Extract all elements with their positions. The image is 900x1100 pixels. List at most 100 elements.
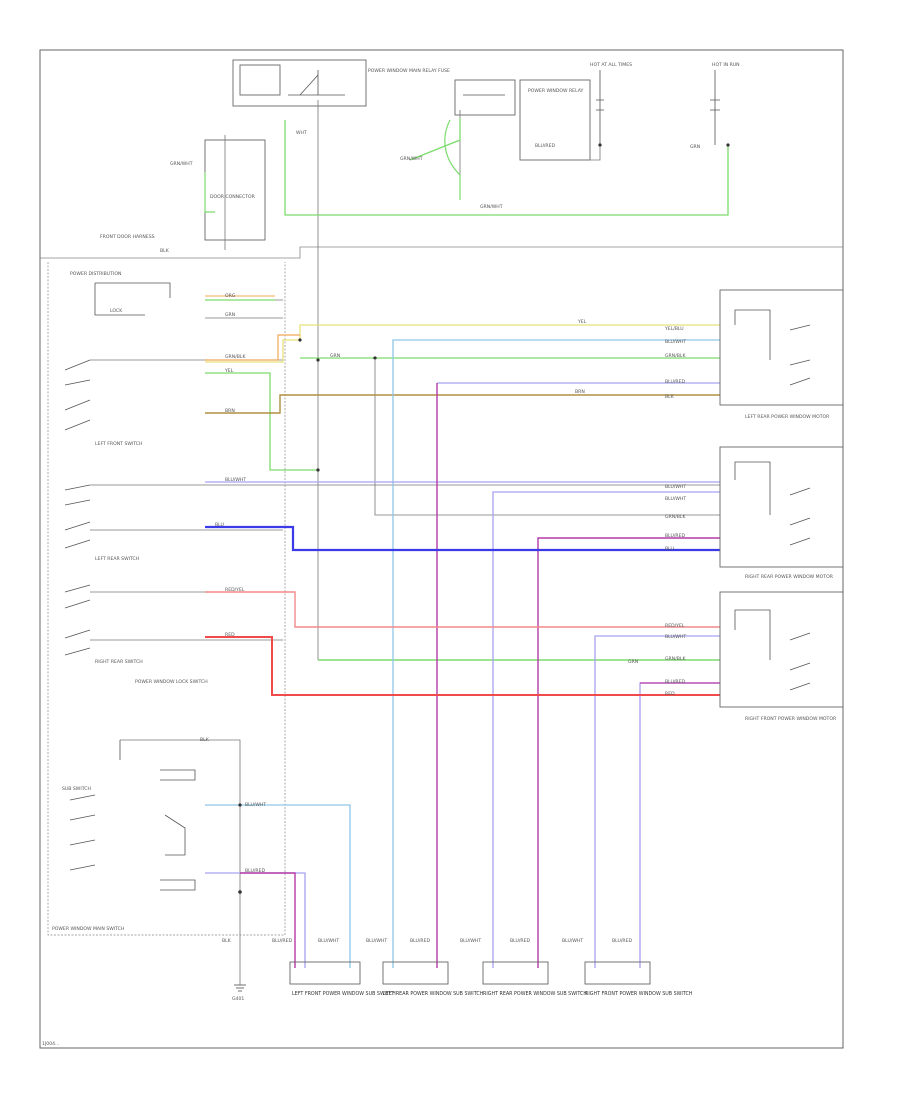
svg-text:RED: RED [665, 691, 675, 697]
wire-yel-blu-top [205, 324, 720, 363]
svg-text:BLU/RED: BLU/RED [612, 938, 632, 944]
svg-text:RED/YEL: RED/YEL [225, 587, 245, 593]
svg-text:GRN: GRN [628, 659, 638, 665]
lock-label: LOCK [110, 308, 123, 314]
wire-lightblue-lr [392, 339, 720, 968]
wire-purple-rr [537, 537, 720, 968]
main-relay-inner [239, 64, 281, 96]
main-switch-symbols [64, 282, 196, 891]
power-distribution-label: POWER DISTRIBUTION [70, 271, 121, 277]
ground-g401-label: G401 [232, 996, 244, 1002]
ground-symbol [234, 984, 246, 992]
main-relay-box [232, 59, 367, 107]
wire-lightpurple-rf2 [639, 682, 720, 968]
lr-sub-switch-label: LEFT REAR POWER WINDOW SUB SWITCH [383, 991, 484, 997]
svg-text:BLU/RED: BLU/RED [510, 938, 530, 944]
right-rear-motor-label: RIGHT REAR POWER WINDOW MOTOR [745, 574, 834, 580]
svg-text:BLU/WHT: BLU/WHT [665, 496, 686, 502]
svg-text:GRN: GRN [225, 312, 235, 318]
ground-blk-label: BLK [222, 938, 232, 944]
splice-dots [238, 143, 730, 807]
right-rear-motor-box [719, 446, 844, 568]
svg-text:BLU/WHT: BLU/WHT [318, 938, 339, 944]
power-window-relay-label: POWER WINDOW RELAY [528, 88, 584, 94]
left-rear-motor-box [719, 289, 844, 406]
main-relay-contact [288, 70, 345, 96]
wire-purple-lf [240, 872, 296, 968]
wire-red-yel [205, 591, 720, 628]
svg-text:YEL/BLU: YEL/BLU [664, 326, 684, 332]
svg-text:GRN/BLK: GRN/BLK [665, 656, 686, 662]
door-connector-box [204, 139, 266, 241]
svg-text:RED: RED [225, 632, 235, 638]
rr-sub-switch-label: RIGHT REAR POWER WINDOW SUB SWITCH [483, 991, 587, 997]
svg-text:BLU/WHT: BLU/WHT [366, 938, 387, 944]
svg-text:BRN: BRN [225, 408, 235, 414]
svg-text:GRN/WHT: GRN/WHT [400, 156, 423, 162]
lf-sub-switch-box [289, 961, 361, 985]
svg-text:BLU/WHT: BLU/WHT [225, 477, 246, 483]
left-rear-switch-label: LEFT REAR SWITCH [95, 556, 139, 562]
left-front-switch-label: LEFT FRONT SWITCH [95, 441, 142, 447]
svg-text:BLU/WHT: BLU/WHT [245, 802, 266, 808]
wire-brn [205, 394, 720, 414]
svg-text:BLU/WHT: BLU/WHT [460, 938, 481, 944]
svg-text:BLK: BLK [665, 394, 675, 400]
svg-text:RED/YEL: RED/YEL [665, 623, 685, 629]
svg-text:BLU/WHT: BLU/WHT [665, 339, 686, 345]
svg-text:BLK: BLK [160, 248, 170, 254]
svg-text:GRN/BLK: GRN/BLK [665, 514, 686, 520]
hot-at-all-times-fuse [596, 70, 604, 145]
power-window-relay-box [454, 79, 516, 116]
wire-tags: YEL YEL/BLU BLU/WHT GRN/BLK BLU/RED BLK … [160, 130, 700, 944]
splice-dot-ground [238, 890, 242, 894]
wire-lightpurple-rf [594, 635, 720, 968]
svg-text:YEL: YEL [224, 368, 234, 374]
svg-text:BLU: BLU [215, 522, 224, 528]
svg-text:BLU/RED: BLU/RED [665, 679, 685, 685]
svg-text:ORG: ORG [225, 293, 236, 299]
svg-text:GRN/WHT: GRN/WHT [170, 161, 193, 167]
power-distribution-frame [40, 246, 843, 259]
main-switch-frame [47, 262, 286, 936]
wire-lightblue-lf [205, 804, 351, 968]
rf-sub-switch-label: RIGHT FRONT POWER WINDOW SUB SWITCH [585, 991, 693, 997]
svg-text:BLU/WHT: BLU/WHT [562, 938, 583, 944]
lr-sub-switch-box [382, 961, 449, 985]
svg-text:WHT: WHT [296, 130, 307, 136]
svg-text:BLU/RED: BLU/RED [535, 143, 555, 149]
hot-in-run-fuse [710, 70, 720, 145]
rr-sub-switch-box [482, 961, 549, 985]
rf-sub-switch-box [584, 961, 651, 985]
svg-text:GRN: GRN [330, 353, 340, 359]
right-front-motor-box [719, 591, 844, 708]
main-relay-label: POWER WINDOW MAIN RELAY FUSE [368, 68, 450, 74]
wire-org [205, 334, 300, 361]
svg-text:GRN: GRN [690, 144, 700, 150]
front-door-harness-label: FRONT DOOR HARNESS [100, 234, 155, 240]
wire-grn-relay [444, 119, 461, 200]
wire-red [205, 636, 720, 696]
hot-at-all-times-label: HOT AT ALL TIMES [590, 62, 632, 68]
svg-text:GRN/BLK: GRN/BLK [225, 354, 246, 360]
wire-grn-top [284, 118, 729, 216]
power-window-lock-switch-label: POWER WINDOW LOCK SWITCH [135, 679, 208, 685]
svg-text:BLU: BLU [665, 546, 674, 552]
svg-text:BRN: BRN [575, 389, 585, 395]
svg-text:GRN/WHT: GRN/WHT [480, 204, 503, 210]
right-front-motor-label: RIGHT FRONT POWER WINDOW MOTOR [745, 716, 837, 722]
diagram-code: 1J004... [42, 1041, 59, 1047]
svg-text:BLK: BLK [200, 737, 210, 743]
hot-in-run-label: HOT IN RUN [712, 62, 740, 68]
lf-sub-switch-label: LEFT FRONT POWER WINDOW SUB SWITCH [292, 991, 396, 997]
door-connector-label: DOOR CONNECTOR [210, 194, 256, 200]
motor-switch-symbols [734, 309, 811, 691]
sub-switch-label: SUB SWITCH [62, 786, 91, 792]
svg-text:BLU/RED: BLU/RED [665, 379, 685, 385]
svg-text:BLU/RED: BLU/RED [245, 868, 265, 874]
wire-grn-blk-main [205, 357, 720, 471]
wire-grn-door [204, 172, 215, 213]
svg-text:BLU/WHT: BLU/WHT [665, 484, 686, 490]
main-switch-bottom-label: POWER WINDOW MAIN SWITCH [52, 926, 124, 932]
svg-text:BLU/RED: BLU/RED [272, 938, 292, 944]
